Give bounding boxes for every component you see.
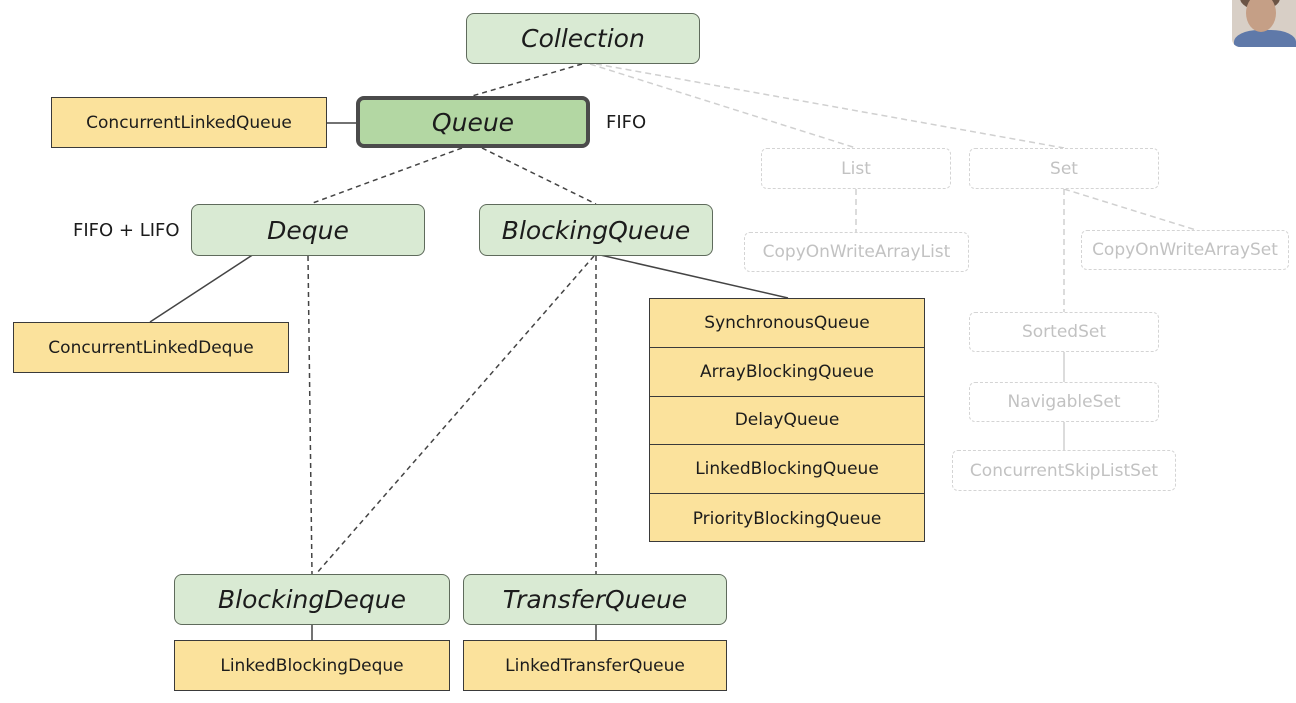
edge-collection-list [589,63,857,149]
copyonwritearraylist-node: CopyOnWriteArrayList [744,232,969,272]
collection-node: Collection [466,13,700,64]
linkedblockingdeque-node: LinkedBlockingDeque [174,640,450,691]
queue-node: Queue [356,96,590,148]
edge-queue-blockingqueue [481,147,597,205]
edge-blockingqueue-blockingdeque [315,255,595,575]
edge-queue-deque [309,147,463,205]
deque-order-note: FIFO + LIFO [73,220,180,241]
transferqueue-node: TransferQueue [463,574,727,625]
edge-deque-concurrentlinkeddeque [149,253,255,323]
concurrentskiplistset-node: ConcurrentSkipListSet [952,450,1176,491]
edge-deque-blockingdeque [307,255,313,575]
edge-set-copyonwritearrayset [1063,188,1197,231]
priorityblockingqueue-node: PriorityBlockingQueue [692,508,882,529]
deque-node: Deque [191,204,425,256]
synchronousqueue-node: SynchronousQueue [650,299,924,348]
blockingdeque-node: BlockingDeque [174,574,450,625]
arrayblockingqueue-node: ArrayBlockingQueue [650,348,924,397]
blockingqueue-node: BlockingQueue [479,204,713,256]
delayqueue-node: DelayQueue [650,397,924,446]
copyonwritearrayset-node: CopyOnWriteArraySet [1081,230,1289,270]
edge-collection-queue [471,63,583,97]
linkedtransferqueue-node: LinkedTransferQueue [463,640,727,691]
edge-blockingqueue-impls [595,253,789,299]
linkedblockingqueue-node: LinkedBlockingQueue [650,445,924,495]
edge-collection-set [595,63,1065,149]
concurrentlinkeddeque-node: ConcurrentLinkedDeque [13,322,289,373]
concurrentlinkedqueue-node: ConcurrentLinkedQueue [51,97,327,148]
set-node: Set [969,148,1159,189]
navigableset-node: NavigableSet [969,382,1159,422]
blockingqueue-implementations: SynchronousQueue ArrayBlockingQueue Dela… [649,298,925,542]
presenter-webcam [1232,0,1296,47]
queue-order-note: FIFO [606,112,647,133]
sortedset-node: SortedSet [969,312,1159,352]
list-node: List [761,148,951,189]
